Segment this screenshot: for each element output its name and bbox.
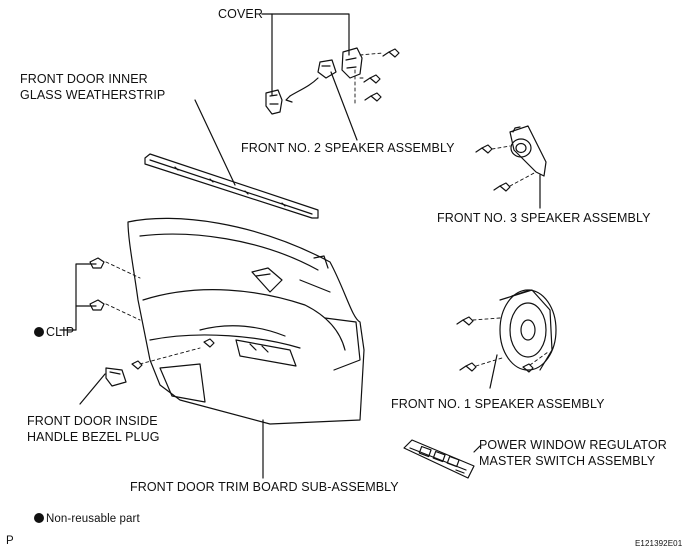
no1-speaker-screws	[456, 316, 534, 373]
cover-leader-lines	[261, 13, 350, 96]
no1-speaker-leader	[489, 354, 498, 389]
no1-speaker-dashes	[472, 317, 549, 367]
door-trim-board	[127, 217, 365, 425]
glass-weatherstrip-label-line2: GLASS WEATHERSTRIP	[20, 88, 166, 102]
no2-speaker-dashes	[354, 52, 384, 104]
glass-weatherstrip-label-line1: FRONT DOOR INNER	[20, 72, 148, 86]
power-window-switch	[403, 439, 475, 479]
bezel-plug-leader	[79, 373, 106, 405]
bezel-plug-label-line2: HANDLE BEZEL PLUG	[27, 430, 160, 444]
no2-speaker-leader	[330, 71, 358, 141]
no2-speaker-screws	[363, 48, 400, 102]
glass-weatherstrip	[144, 153, 319, 219]
bezel-plug-label-line1: FRONT DOOR INSIDE	[27, 414, 158, 428]
front-no3-speaker	[509, 125, 547, 177]
cover-left-part	[265, 89, 283, 115]
clip-label-text: CLIP	[46, 325, 75, 339]
front-no1-speaker-label: FRONT NO. 1 SPEAKER ASSEMBLY	[391, 397, 605, 411]
weatherstrip-leader	[194, 99, 236, 186]
clip-leader	[59, 263, 97, 331]
cover-right-part	[341, 47, 363, 79]
legend-dot-icon	[34, 513, 44, 523]
non-reusable-dot-icon	[34, 327, 44, 337]
handle-bezel-plug	[105, 367, 127, 387]
clip-dashes	[105, 261, 141, 321]
front-no2-speaker-label: FRONT NO. 2 SPEAKER ASSEMBLY	[241, 141, 455, 155]
no3-speaker-screws	[475, 144, 511, 192]
no3-speaker-dashes	[491, 145, 537, 187]
front-no3-speaker-label: FRONT NO. 3 SPEAKER ASSEMBLY	[437, 211, 651, 225]
figure-code: E121392E01	[635, 539, 683, 548]
page-mark: P	[6, 535, 14, 547]
switch-leader	[473, 445, 481, 453]
clip-parts	[89, 257, 215, 348]
legend-text: Non-reusable part	[46, 513, 140, 525]
bezel-dashes	[139, 347, 201, 365]
front-no1-speaker	[499, 289, 557, 371]
switch-label-line1: POWER WINDOW REGULATOR	[479, 438, 667, 452]
legend: Non-reusable part	[34, 512, 140, 527]
bezel-screw	[131, 360, 143, 370]
front-no2-speaker	[285, 59, 337, 103]
trim-board-label: FRONT DOOR TRIM BOARD SUB-ASSEMBLY	[130, 480, 399, 494]
clip-label: CLIP	[34, 325, 74, 340]
switch-label-line2: MASTER SWITCH ASSEMBLY	[479, 454, 656, 468]
cover-label: COVER	[218, 7, 263, 21]
